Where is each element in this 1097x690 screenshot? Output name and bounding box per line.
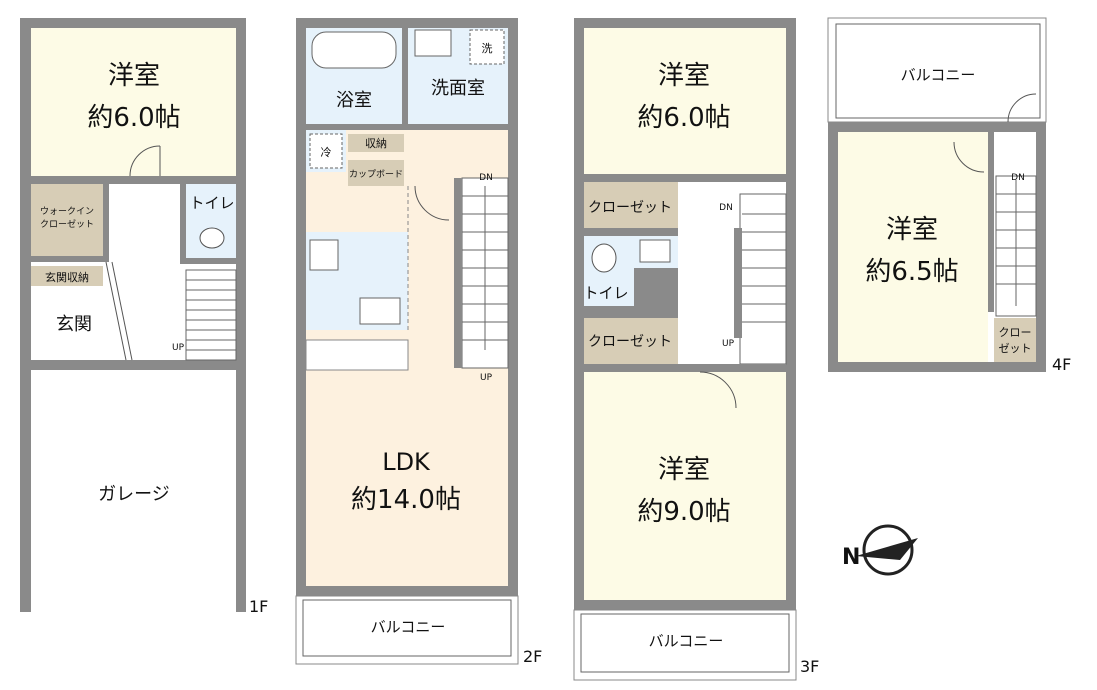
compass-needle-icon xyxy=(856,538,918,560)
f3-closet-bottom-label: クローゼット xyxy=(588,334,672,350)
f2-bathtub-icon xyxy=(311,31,397,69)
f1-entrance-storage xyxy=(31,266,103,286)
floor-4f: バルコニー 洋室 約6.5帖 DN クロー ゼット 4F xyxy=(827,17,1071,374)
f4-western-room xyxy=(838,132,988,362)
f1-entrance-label: 玄関 xyxy=(56,314,92,335)
f2-ldk-size: 約14.0帖 xyxy=(351,485,461,515)
f1-western-room xyxy=(31,28,236,176)
f2-cupboard xyxy=(348,160,404,186)
f3-toilet-bowl-icon xyxy=(591,243,617,273)
f3-floor-label: 3F xyxy=(800,657,819,676)
f4-closet xyxy=(994,318,1036,362)
f3-balcony-label: バルコニー xyxy=(649,632,724,650)
f2-sink-icon xyxy=(414,29,452,57)
f2-washroom-label: 洗面室 xyxy=(431,78,485,99)
f3-sink-icon xyxy=(639,239,671,263)
f2-kitchen-sink-icon xyxy=(359,297,401,325)
f3-room-top-name: 洋室 xyxy=(658,61,710,91)
f3-room-bottom xyxy=(584,372,786,600)
f3-toilet-label: トイレ xyxy=(583,284,628,302)
f2-floor-label: 2F xyxy=(523,647,542,666)
f3-room-top xyxy=(584,28,786,174)
f1-entrance-storage-label: 玄関収納 xyxy=(45,270,89,284)
f1-western-room-name: 洋室 xyxy=(108,61,160,91)
f3-room-bottom-name: 洋室 xyxy=(658,455,710,485)
f4-balcony-label: バルコニー xyxy=(901,66,976,84)
f2-stove-icon xyxy=(309,239,339,271)
f1-walkin-closet xyxy=(31,184,103,256)
f3-room-bottom-size: 約9.0帖 xyxy=(637,497,730,527)
f1-toilet-bowl-icon xyxy=(199,227,225,249)
f2-washer-area xyxy=(469,29,505,65)
f2-stair-dn-label: DN xyxy=(479,173,493,183)
f1-walkin-closet-line2: クローゼット xyxy=(40,218,94,230)
f3-closet-top xyxy=(584,182,678,228)
f2-fridge-area xyxy=(309,133,343,169)
f2-ldk-name: LDK xyxy=(382,448,431,476)
f1-stair-up-label: UP xyxy=(172,343,185,353)
f2-stair-up-label: UP xyxy=(480,373,493,383)
f4-floor-label: 4F xyxy=(1052,355,1071,374)
f1-garage-label: ガレージ xyxy=(98,484,170,505)
f3-closet-top-label: クローゼット xyxy=(588,200,672,216)
f4-stair-dn-label: DN xyxy=(1011,173,1025,183)
f2-balcony-label: バルコニー xyxy=(371,618,446,636)
f3-stair-dn-label: DN xyxy=(719,203,733,213)
f3-room-top-size: 約6.0帖 xyxy=(637,103,730,133)
f4-western-room-size: 約6.5帖 xyxy=(865,257,958,287)
floor-3f: 洋室 約6.0帖 クローゼット トイレ クローゼット DN UP 洋室 約9.0… xyxy=(573,18,819,681)
floor-2f: 浴室 洗面室 洗 収納 冷 カップボード DN UP LDK 約14.0帖 バル… xyxy=(295,18,542,666)
f2-bath-label: 浴室 xyxy=(336,90,372,111)
f2-cupboard-label: カップボード xyxy=(349,169,403,180)
f2-storage-label: 収納 xyxy=(365,137,387,150)
compass-north-label: N xyxy=(842,545,860,570)
f2-washer-label: 洗 xyxy=(482,42,493,55)
f1-floor-label: 1F xyxy=(249,597,268,616)
f2-storage xyxy=(348,134,404,152)
f3-closet-bottom xyxy=(584,318,678,364)
floor-1f: 洋室 約6.0帖 ウォークイン クローゼット トイレ 玄関収納 玄関 UP ガレ… xyxy=(20,18,268,616)
compass: N xyxy=(842,524,918,576)
f4-closet-line1: クロー xyxy=(999,326,1032,339)
f1-western-room-size: 約6.0帖 xyxy=(87,103,180,133)
f4-western-room-name: 洋室 xyxy=(886,215,938,245)
f4-closet-line2: ゼット xyxy=(999,342,1032,355)
f3-stair-up-label: UP xyxy=(722,339,735,349)
f2-fridge-label: 冷 xyxy=(321,146,332,159)
f1-walkin-closet-line1: ウォークイン xyxy=(40,206,94,217)
f1-toilet-label: トイレ xyxy=(189,194,234,212)
